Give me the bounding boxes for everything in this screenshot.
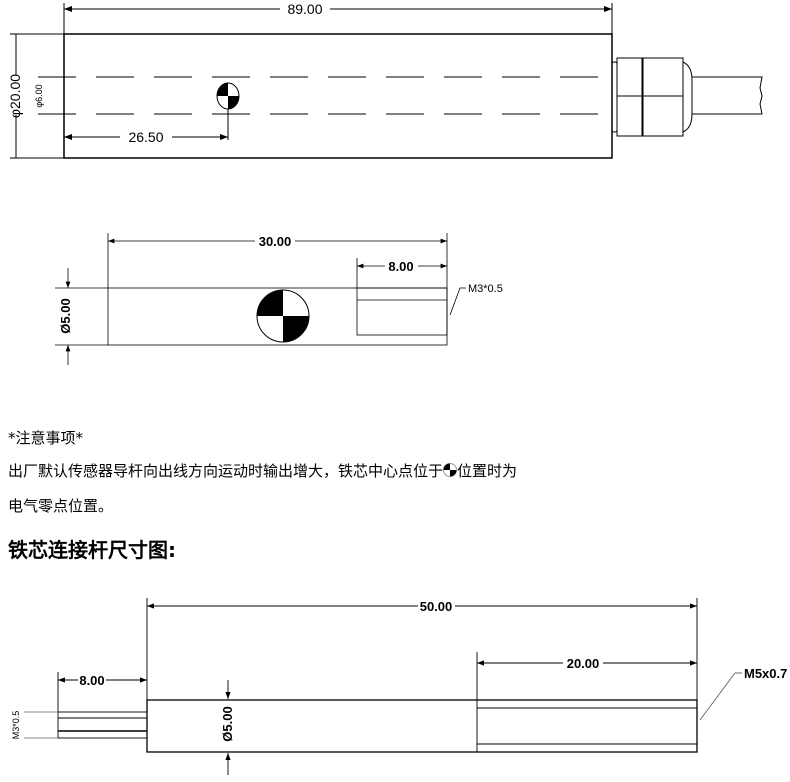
dim-sensor-diameter: φ20.00: [7, 74, 23, 118]
sensor-body-drawing: [10, 3, 763, 159]
dim-bore-diameter: φ6.00: [34, 84, 44, 107]
dim-core-diameter: Ø5.00: [58, 298, 73, 333]
dim-rod-length: 50.00: [420, 599, 453, 614]
zero-point-symbol: [216, 82, 240, 110]
dim-zero-offset: 26.50: [128, 129, 163, 145]
core-drawing: [55, 233, 466, 365]
core-center-symbol: [256, 289, 310, 343]
cable: [692, 76, 763, 115]
notes-line-1: 出厂默认传感器导杆向出线方向运动时输出增大，铁芯中心点位于位置时为: [8, 460, 517, 481]
rod-end-thread-label: M5x0.7: [744, 666, 787, 681]
zero-point-icon: [443, 463, 458, 477]
notes-line-1-end: 位置时为: [457, 462, 518, 480]
notes-line-1-start: 出厂默认传感器导杆向出线方向运动时输出增大，铁芯中心点位于: [8, 462, 444, 480]
cable-gland: [611, 57, 693, 137]
dim-core-length: 30.00: [259, 234, 292, 249]
notes-title: *注意事项*: [8, 429, 84, 447]
dim-sensor-length: 89.00: [287, 1, 322, 17]
rod-stub-thread-label: M3*0.5: [11, 711, 21, 740]
dim-core-thread-depth: 8.00: [388, 259, 413, 274]
dim-rod-thread-length: 20.00: [567, 656, 600, 671]
core-thread-label: M3*0.5: [468, 283, 503, 295]
rod-drawing: [24, 598, 742, 775]
rod-stub: [57, 711, 148, 739]
notes-line-2: 电气零点位置。: [8, 497, 114, 515]
dim-rod-diameter: Ø5.00: [220, 706, 235, 741]
rod-section-heading: 铁芯连接杆尺寸图:: [8, 538, 176, 562]
core-thread-hole: [356, 287, 448, 336]
dim-rod-stub-length: 8.00: [79, 673, 104, 688]
